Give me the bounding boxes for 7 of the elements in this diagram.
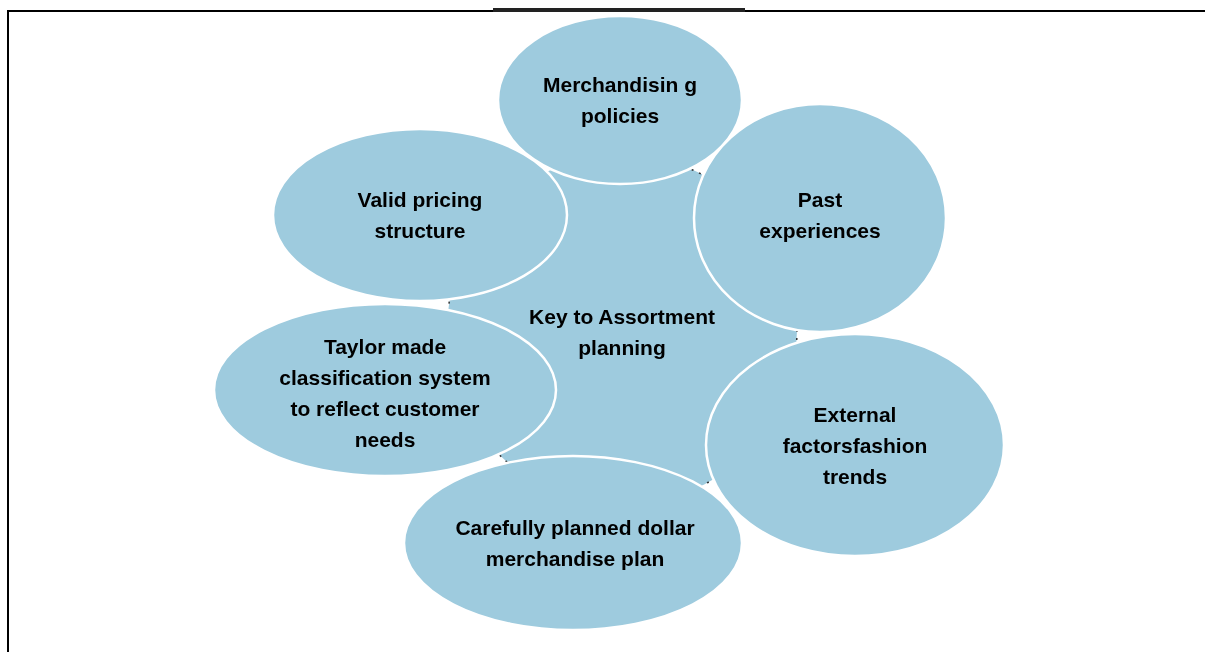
topic-label: Valid pricing structure: [356, 187, 484, 244]
topic-label: External factorsfashion trends: [781, 401, 929, 490]
topic-label: Key to Assortment planning: [528, 304, 716, 361]
topic-label: Past experiences: [758, 187, 882, 244]
topic-label: Merchandisin g policies: [542, 72, 698, 129]
topic-label: Carefully planned dollar merchandise plan: [454, 515, 696, 572]
topic-label: Taylor made classification system to reflect customer needs: [278, 334, 492, 453]
